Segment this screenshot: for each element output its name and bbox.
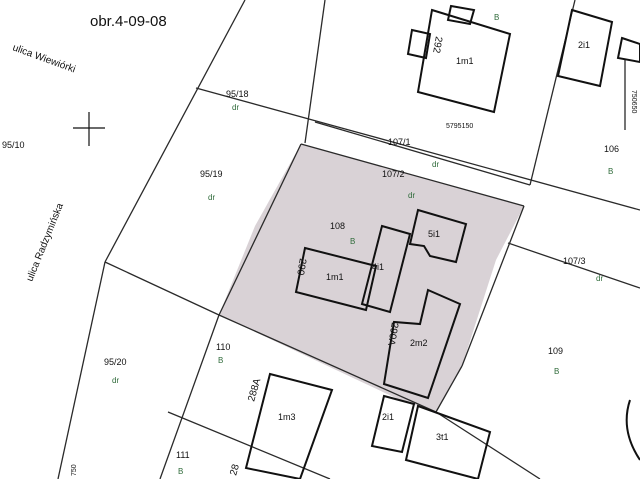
parcel-106-use: B bbox=[608, 167, 613, 176]
parcel-108-use: B bbox=[350, 237, 355, 246]
building-desc-5i1: 5i1 bbox=[428, 229, 440, 239]
building-4i1 bbox=[360, 224, 412, 314]
parcel-108-highlight bbox=[219, 144, 524, 412]
sheet-label: obr.4-09-08 bbox=[90, 13, 167, 30]
building-3t1 bbox=[404, 404, 492, 479]
parcel-108: 108 bbox=[330, 221, 345, 231]
street-label-wiewiorki: ulica Wiewiórki bbox=[11, 42, 77, 75]
parcel-95-10: 95/10 bbox=[2, 140, 25, 150]
parcel-111: 111 bbox=[176, 450, 190, 460]
parcel-107-3: 107/3 bbox=[563, 256, 586, 266]
building-edge-top-right bbox=[616, 36, 640, 64]
parcel-107-2: 107/2 bbox=[382, 169, 405, 179]
parcel-95-18: 95/18 bbox=[226, 89, 249, 99]
parcel-107-1-use: dr bbox=[432, 160, 439, 169]
building-desc-288a: 1m3 bbox=[278, 412, 296, 422]
parcel-109: 109 bbox=[548, 346, 563, 356]
side-code-right: 750650 bbox=[630, 90, 637, 113]
parcel-95-19: 95/19 bbox=[200, 169, 223, 179]
building-number-290: 290 bbox=[294, 257, 308, 276]
top-b-label: B bbox=[494, 13, 499, 22]
survey-point-label: 5795150 bbox=[446, 123, 473, 130]
building-desc-3t1: 3t1 bbox=[436, 432, 449, 442]
parcel-95-19-use: dr bbox=[208, 193, 215, 202]
parcel-95-20-use: dr bbox=[112, 376, 119, 385]
building-number-partial: 28 bbox=[228, 463, 242, 477]
parcel-106: 106 bbox=[604, 144, 619, 154]
parcel-109-use: B bbox=[554, 367, 559, 376]
building-292-steps bbox=[406, 28, 432, 60]
building-number-288a: 288A bbox=[246, 377, 263, 403]
parcel-111-use: B bbox=[178, 467, 183, 476]
building-5i1 bbox=[408, 208, 468, 264]
buildings bbox=[244, 4, 640, 479]
parcel-107-2-use: dr bbox=[408, 191, 415, 200]
building-292-porch bbox=[446, 4, 476, 26]
parcel-110-use: B bbox=[218, 356, 223, 365]
parcel-107-3-use: dr bbox=[596, 274, 603, 283]
building-edge-right bbox=[625, 399, 640, 461]
building-number-290a: 290A bbox=[385, 321, 400, 346]
survey-cross-icon bbox=[73, 112, 105, 146]
building-290 bbox=[294, 246, 378, 312]
parcel-107-1: 107/1 bbox=[388, 137, 411, 147]
building-288a bbox=[244, 372, 334, 479]
building-290a bbox=[382, 288, 462, 400]
building-2i1-top bbox=[556, 8, 614, 88]
building-desc-290a: 2m2 bbox=[410, 338, 428, 348]
building-desc-290: 1m1 bbox=[326, 272, 344, 282]
building-desc-2i1-top: 2i1 bbox=[578, 40, 590, 50]
building-desc-292: 1m1 bbox=[456, 56, 474, 66]
parcel-95-20: 95/20 bbox=[104, 357, 127, 367]
building-desc-2i1-bottom: 2i1 bbox=[382, 412, 394, 422]
building-number-292: 292 bbox=[430, 35, 444, 54]
parcel-95-18-use: dr bbox=[232, 103, 239, 112]
parcel-110: 110 bbox=[216, 342, 230, 352]
building-2i1-bottom bbox=[370, 394, 416, 454]
building-desc-4i1: 4i1 bbox=[372, 262, 384, 272]
street-label-radzyminska: ulica Radzymińska bbox=[25, 201, 67, 283]
building-292 bbox=[416, 8, 512, 114]
side-code-bottom: 750 bbox=[71, 464, 78, 476]
